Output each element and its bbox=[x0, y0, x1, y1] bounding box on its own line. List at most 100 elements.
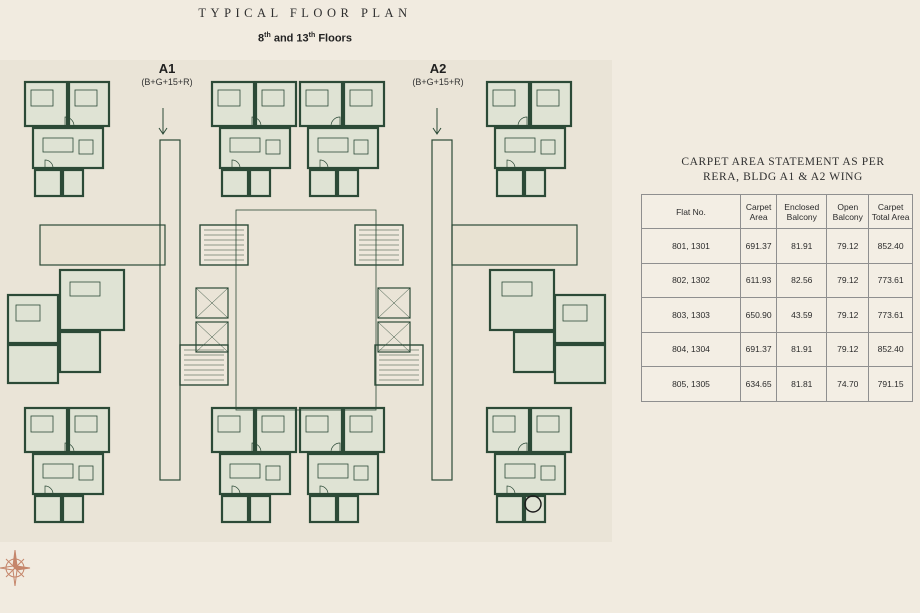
table-row: 805, 1305 634.65 81.81 74.70 791.15 bbox=[641, 366, 913, 402]
carpet-area-table: Flat No. Carpet Area Enclosed Balcony Op… bbox=[641, 194, 913, 402]
toilet bbox=[248, 494, 272, 524]
living-room bbox=[58, 268, 126, 332]
furniture bbox=[229, 137, 261, 153]
furniture bbox=[492, 415, 516, 433]
table-cell: 791.15 bbox=[868, 366, 913, 402]
furniture bbox=[501, 281, 533, 297]
furniture bbox=[78, 465, 94, 481]
bedroom bbox=[6, 343, 60, 385]
table-cell: 852.40 bbox=[868, 331, 913, 367]
table-cell: 81.81 bbox=[776, 366, 828, 402]
lift bbox=[377, 287, 411, 319]
table-cell: 79.12 bbox=[826, 331, 870, 367]
furniture bbox=[42, 463, 74, 479]
toilet bbox=[248, 168, 272, 198]
furniture bbox=[305, 89, 329, 107]
living-room bbox=[31, 126, 105, 170]
furniture bbox=[217, 89, 241, 107]
bedroom bbox=[67, 80, 111, 128]
door-swing bbox=[330, 442, 341, 453]
furniture bbox=[217, 415, 241, 433]
wing-a2-label: A2 (B+G+15+R) bbox=[398, 61, 478, 87]
furniture bbox=[74, 415, 98, 433]
bedroom bbox=[6, 293, 60, 345]
table-cell: 79.12 bbox=[826, 297, 870, 333]
table-row: 803, 1303 650.90 43.59 79.12 773.61 bbox=[641, 297, 913, 333]
wing-a1-name: A1 bbox=[158, 61, 176, 76]
wing-a2-spec: (B+G+15+R) bbox=[412, 77, 464, 87]
table-cell: 634.65 bbox=[739, 366, 778, 402]
bedroom bbox=[254, 80, 298, 128]
lift-cross bbox=[195, 287, 229, 319]
table-cell: 773.61 bbox=[868, 262, 913, 298]
toilet bbox=[523, 494, 547, 524]
living-room bbox=[493, 452, 567, 496]
table-row: 802, 1302 611.93 82.56 79.12 773.61 bbox=[641, 262, 913, 298]
lift bbox=[377, 321, 411, 353]
wing-a2-name: A2 bbox=[429, 61, 447, 76]
door-swing bbox=[319, 159, 329, 169]
lift-cross bbox=[195, 321, 229, 353]
compass-rose-icon bbox=[0, 549, 31, 587]
furniture bbox=[265, 139, 281, 155]
furniture bbox=[536, 415, 560, 433]
furniture bbox=[305, 415, 329, 433]
living-room bbox=[493, 126, 567, 170]
furniture bbox=[562, 304, 588, 322]
furniture bbox=[349, 89, 373, 107]
bedroom bbox=[553, 343, 607, 385]
bedroom bbox=[529, 406, 573, 454]
furniture bbox=[78, 139, 94, 155]
furniture bbox=[540, 139, 556, 155]
table-header-row: Flat No. Carpet Area Enclosed Balcony Op… bbox=[641, 194, 913, 229]
table-cell: 805, 1305 bbox=[641, 366, 741, 402]
kitchen bbox=[495, 168, 525, 198]
furniture bbox=[30, 415, 54, 433]
furniture bbox=[265, 465, 281, 481]
floor-plan: A1 (B+G+15+R) A2 (B+G+15+R) bbox=[0, 60, 612, 542]
terrace bbox=[39, 224, 166, 266]
furniture bbox=[30, 89, 54, 107]
terrace bbox=[451, 224, 578, 266]
column-header: Carpet Total Area bbox=[868, 194, 913, 229]
kitchen bbox=[220, 168, 250, 198]
living-room bbox=[218, 126, 292, 170]
kitchen bbox=[308, 168, 338, 198]
kitchen bbox=[33, 494, 63, 524]
page-subtitle: 8th and 13th Floors bbox=[258, 32, 352, 45]
lift-cross bbox=[377, 321, 411, 353]
door-swing bbox=[251, 116, 262, 127]
table-cell: 803, 1303 bbox=[641, 297, 741, 333]
page-title: TYPICAL FLOOR PLAN bbox=[198, 6, 412, 20]
bedroom bbox=[23, 80, 69, 128]
table-cell: 81.91 bbox=[776, 331, 828, 367]
column-header: Enclosed Balcony bbox=[776, 194, 828, 229]
furniture bbox=[504, 463, 536, 479]
corridor bbox=[159, 139, 181, 481]
door-swing bbox=[506, 159, 516, 169]
bedroom bbox=[553, 293, 607, 345]
table-cell: 611.93 bbox=[739, 262, 778, 298]
kitchen bbox=[495, 494, 525, 524]
bedroom bbox=[210, 406, 256, 454]
door-swing bbox=[64, 116, 75, 127]
table-cell: 801, 1301 bbox=[641, 228, 741, 264]
bedroom bbox=[529, 80, 573, 128]
table-cell: 773.61 bbox=[868, 297, 913, 333]
lift bbox=[195, 287, 229, 319]
furniture bbox=[353, 139, 369, 155]
toilet bbox=[523, 168, 547, 198]
table-cell: 691.37 bbox=[739, 331, 778, 367]
carpet-area-title: CARPET AREA STATEMENT AS PER RERA, BLDG … bbox=[681, 156, 885, 183]
table-cell: 79.12 bbox=[826, 228, 870, 264]
table-cell: 82.56 bbox=[776, 262, 828, 298]
bedroom bbox=[342, 406, 386, 454]
courtyard bbox=[235, 209, 377, 411]
furniture bbox=[42, 137, 74, 153]
toilet bbox=[61, 494, 85, 524]
table-cell: 802, 1302 bbox=[641, 262, 741, 298]
furniture bbox=[536, 89, 560, 107]
kitchen bbox=[308, 494, 338, 524]
table-cell: 43.59 bbox=[776, 297, 828, 333]
furniture bbox=[317, 463, 349, 479]
